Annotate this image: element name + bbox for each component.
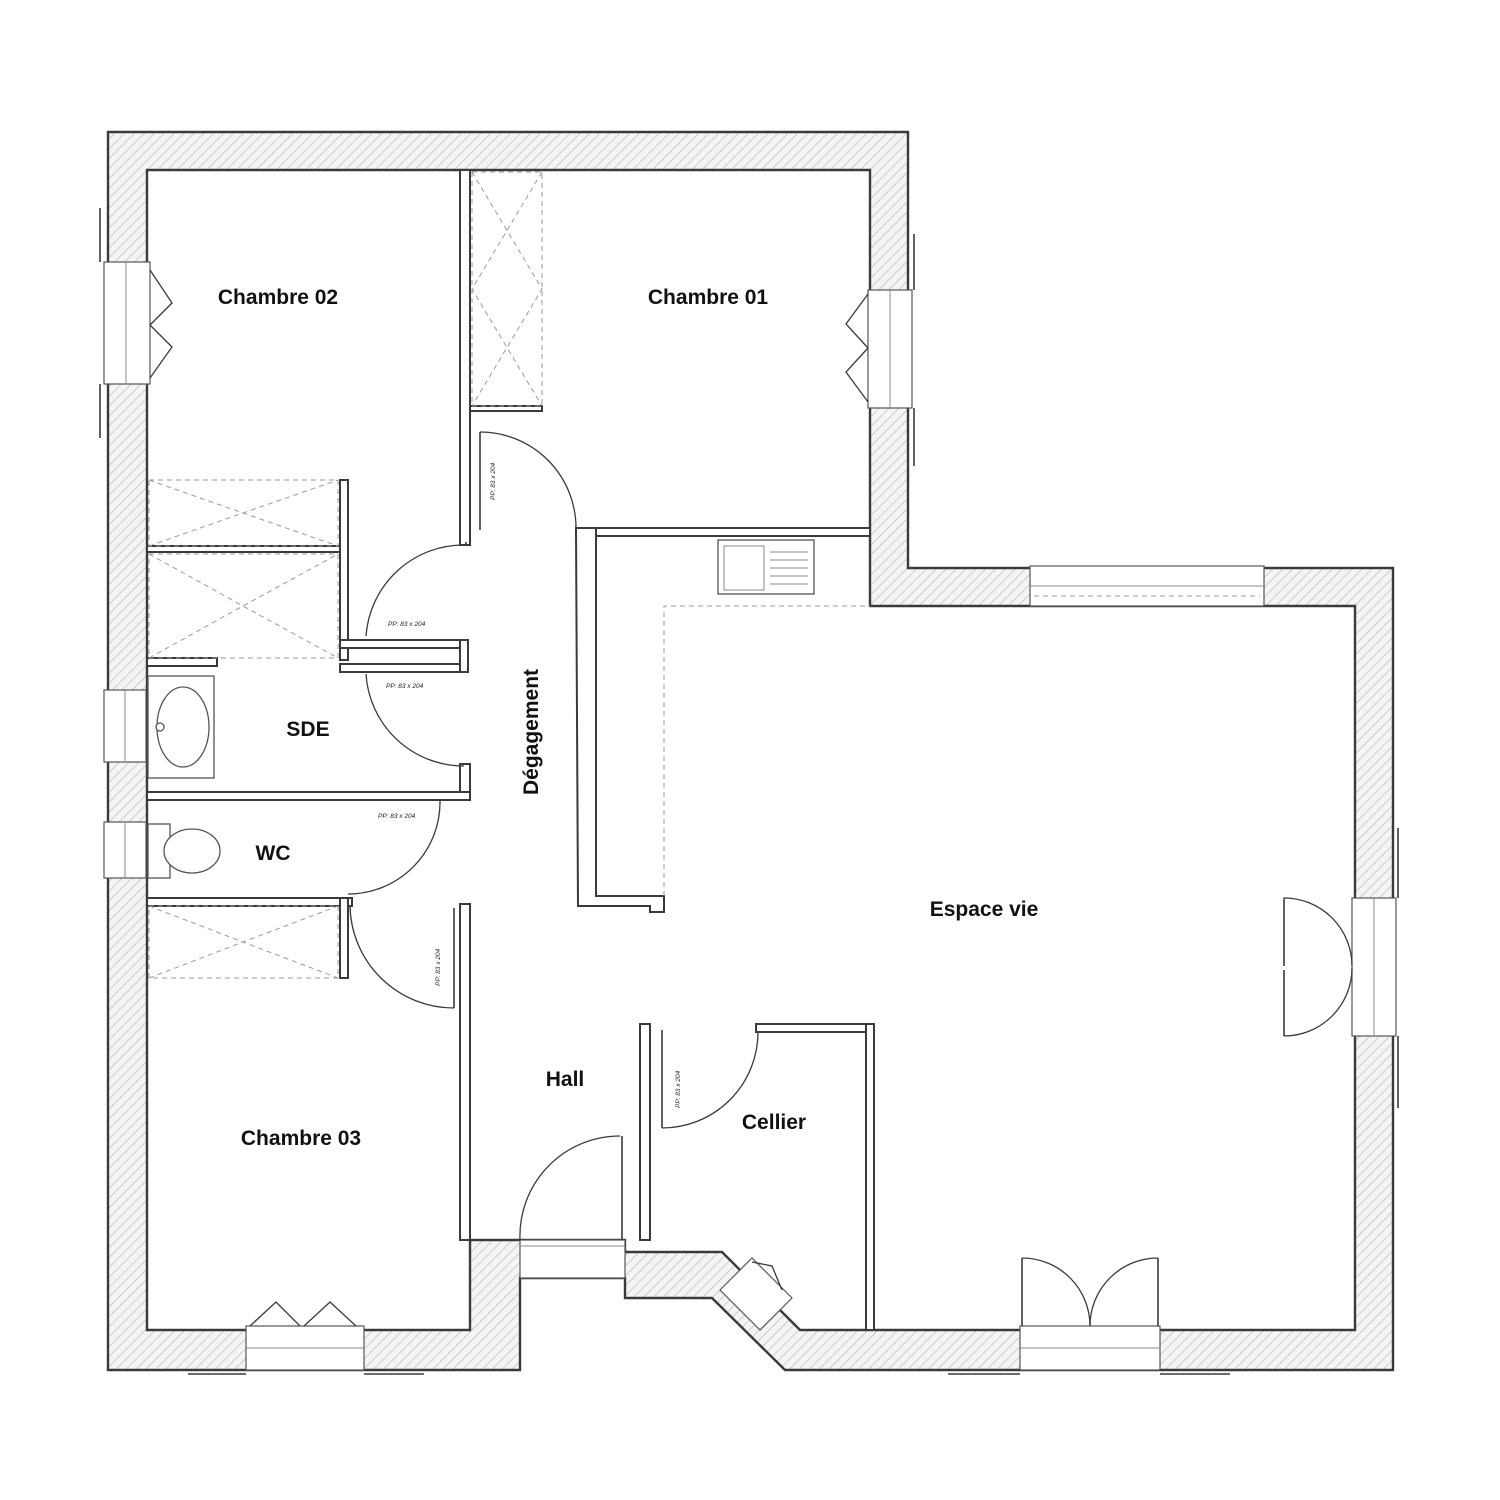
door-label-wc: PP: 83 x 204 bbox=[378, 813, 416, 820]
door-label-chambre01: PP: 83 x 204 bbox=[490, 462, 497, 500]
door-label-cellier: PP: 83 x 204 bbox=[675, 1070, 682, 1108]
door-label-chambre03: PP: 83 x 204 bbox=[435, 948, 442, 986]
windows bbox=[99, 208, 1399, 1375]
room-label-sde: SDE bbox=[286, 718, 329, 741]
door-label-sde: PP: 83 x 204 bbox=[386, 683, 424, 690]
room-label-chambre01: Chambre 01 bbox=[648, 286, 769, 309]
room-label-wc: WC bbox=[256, 842, 291, 865]
room-labels: Chambre 02 Chambre 01 SDE WC Dégagement … bbox=[218, 286, 1038, 1150]
interior-doors bbox=[342, 431, 759, 1129]
door-label-chambre02: PP: 83 x 204 bbox=[388, 621, 426, 628]
closets bbox=[148, 171, 870, 979]
exterior-walls bbox=[106, 130, 1395, 1372]
room-label-degagement: Dégagement bbox=[520, 669, 543, 795]
room-label-cellier: Cellier bbox=[742, 1111, 806, 1134]
room-label-hall: Hall bbox=[546, 1068, 585, 1091]
room-label-chambre03: Chambre 03 bbox=[241, 1127, 361, 1150]
interior-partitions bbox=[146, 169, 875, 1331]
fixtures bbox=[147, 539, 815, 879]
room-label-chambre02: Chambre 02 bbox=[218, 286, 338, 309]
door-labels: PP: 83 x 204 PP: 83 x 204 PP: 83 x 204 P… bbox=[378, 462, 682, 1108]
room-label-espace-vie: Espace vie bbox=[930, 898, 1039, 921]
